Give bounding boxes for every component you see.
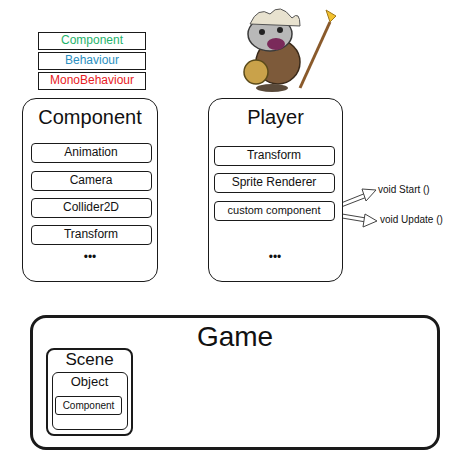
component-item: Transform (214, 146, 335, 166)
headdress (250, 9, 300, 26)
component-item: Collider2D (31, 198, 152, 218)
method-label: void Start () (378, 184, 430, 195)
bag (244, 60, 268, 84)
eye (259, 29, 265, 35)
component-item: Component (55, 396, 122, 415)
eye (277, 27, 283, 33)
box-label: Transform (64, 228, 118, 241)
game-box: GameSceneObjectComponent (30, 315, 440, 450)
box-label: Camera (70, 174, 113, 187)
object-box: ObjectComponent (52, 372, 128, 430)
box-label: custom component (228, 204, 321, 216)
type-box: Component (38, 32, 146, 50)
box-label: Transform (247, 149, 301, 162)
box-label: Sprite Renderer (232, 176, 317, 189)
staff-tip (326, 10, 336, 22)
method-label: void Update () (380, 214, 443, 225)
feet (256, 84, 288, 92)
type-box: MonoBehaviour (38, 72, 146, 90)
arrow-head (362, 189, 376, 201)
box-heading: Scene (65, 351, 113, 370)
type-box: Behaviour (38, 52, 146, 70)
box-label: Component (61, 34, 123, 47)
ellipsis: ••• (84, 251, 97, 264)
box-heading: Component (38, 106, 141, 128)
component-item: Sprite Renderer (214, 173, 335, 193)
ellipsis: ••• (269, 251, 282, 264)
box-label: Component (63, 400, 115, 411)
component-item: Camera (31, 171, 152, 191)
box-heading: Game (197, 322, 273, 353)
component-item: Transform (31, 225, 152, 245)
box-label: Behaviour (65, 54, 119, 67)
staff (300, 22, 330, 88)
box-label: Collider2D (63, 201, 119, 214)
scene-box: SceneObjectComponent (46, 348, 133, 436)
arrow-head (363, 214, 377, 227)
component-item: Animation (31, 143, 152, 163)
component-item: custom component (214, 201, 335, 221)
character-illustration (244, 9, 336, 92)
box-heading: Player (247, 106, 304, 128)
box-label: Animation (64, 146, 117, 159)
box-heading: Object (71, 375, 109, 389)
mouth (267, 38, 285, 50)
box-label: MonoBehaviour (50, 74, 134, 87)
